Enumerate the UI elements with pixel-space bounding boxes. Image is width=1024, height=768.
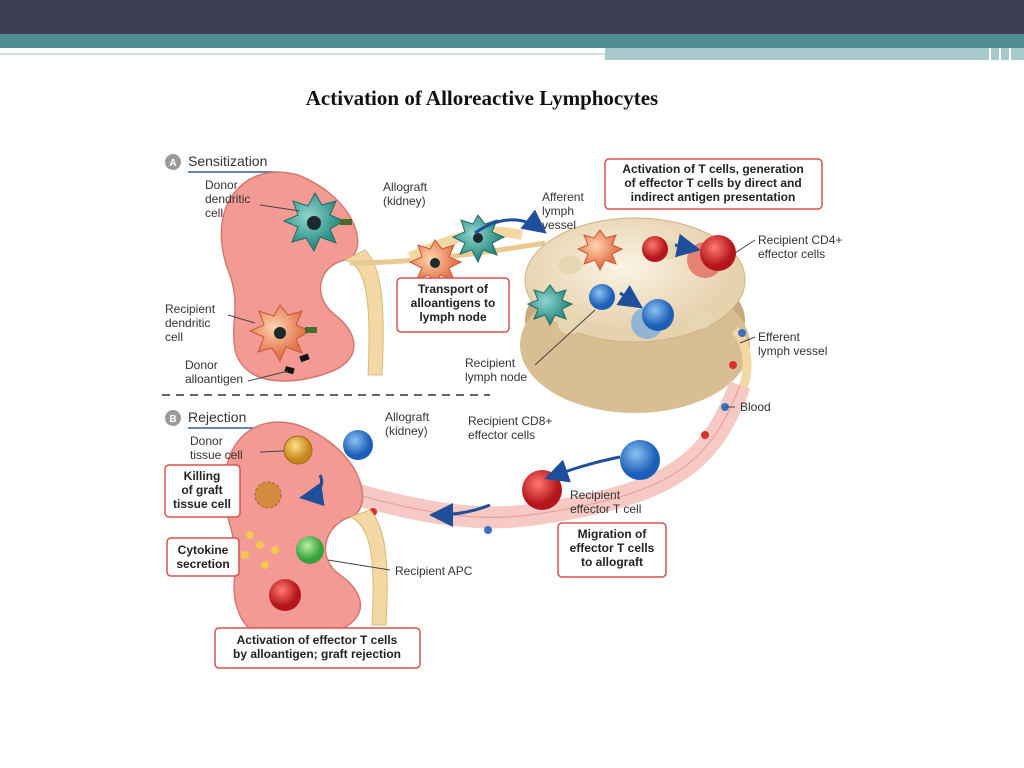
svg-text:A: A [169,158,176,169]
panel-b-header: B Rejection [165,409,254,429]
header-accent-bar [0,34,1024,48]
svg-text:Sensitization: Sensitization [188,153,267,169]
alloreactive-lymphocyte-diagram: A Sensitization B Rejection [162,153,842,669]
label-allograft-a: Allograft(kidney) [383,180,428,208]
label-leaders [227,204,756,571]
label-recipient-cd8: Recipient CD8+effector cells [468,414,552,442]
lymph-node-cells [526,229,736,339]
label-recipient-cd4: Recipient CD4+effector cells [758,233,842,261]
label-blood: Blood [740,400,771,414]
panel-a-header: A Sensitization [165,153,278,173]
svg-text:Rejection: Rejection [188,409,246,425]
header-bar [0,0,1024,34]
label-allograft-b: Allograft(kidney) [385,410,430,438]
recipient-effector-t-cells [429,440,660,527]
rejection-cells [241,430,373,611]
svg-text:B: B [169,414,176,425]
migrating-dendritic-cells [408,209,547,289]
header-accent-strip [605,48,1024,60]
recipient-dendritic-cell [248,304,317,363]
donor-alloantigen [284,353,310,375]
label-recipient-apc: Recipient APC [395,564,473,578]
header-decor-lines [0,48,1024,68]
slide-title: Activation of Alloreactive Lymphocytes [305,86,659,110]
